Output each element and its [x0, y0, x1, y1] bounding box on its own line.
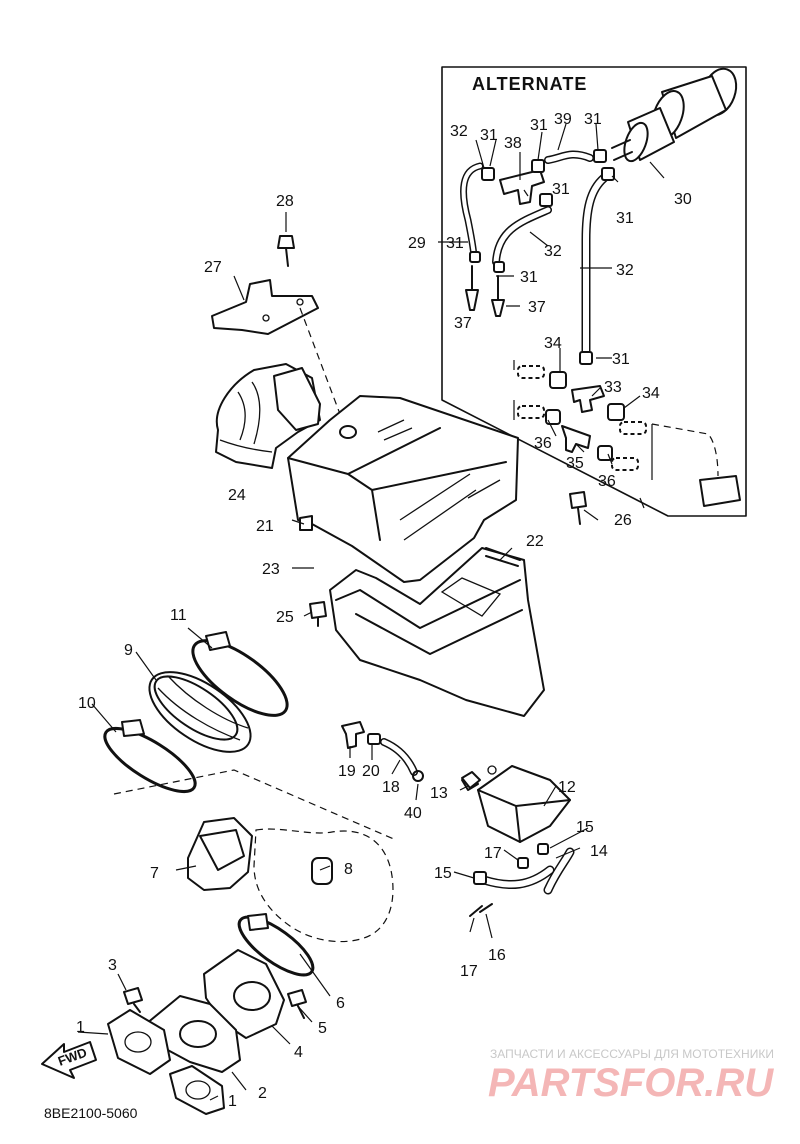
callout-10: 10 — [78, 695, 96, 712]
callout-32-c: 32 — [616, 262, 634, 279]
callout-37-b: 37 — [528, 299, 546, 316]
part-25-screw — [309, 601, 327, 627]
callout-18: 18 — [382, 779, 400, 796]
part-6-clamp — [237, 913, 315, 977]
callout-11: 11 — [170, 607, 187, 624]
callout-1-top: 1 — [76, 1019, 85, 1036]
callout-26: 26 — [614, 512, 632, 529]
callout-27: 27 — [204, 259, 222, 276]
callout-35: 35 — [566, 455, 584, 472]
callout-31-a: 31 — [480, 127, 498, 144]
part-5-bolt — [287, 989, 307, 1019]
part-28-bolt — [277, 212, 295, 267]
part-10-clamp — [103, 719, 197, 794]
part-23-airbox-lower — [329, 547, 545, 717]
watermark: ЗАПЧАСТИ И АКСЕССУАРЫ ДЛЯ МОТОТЕХНИКИ PA… — [488, 1047, 774, 1105]
callout-32-a: 32 — [450, 123, 468, 140]
callout-19: 19 — [338, 763, 356, 780]
callout-40: 40 — [404, 805, 422, 822]
callout-39: 39 — [554, 111, 572, 128]
fwd-arrow-icon: FWD — [41, 1041, 97, 1079]
callout-36-a: 36 — [534, 435, 552, 452]
alternate-hoses — [460, 149, 615, 365]
part-26-screw — [569, 491, 587, 525]
callout-3: 3 — [108, 957, 117, 974]
callout-16: 16 — [488, 947, 506, 964]
callout-31-d: 31 — [616, 210, 634, 227]
callout-36-b: 36 — [598, 473, 616, 490]
callout-8: 8 — [344, 861, 353, 878]
callout-14: 14 — [590, 843, 608, 860]
alternate-label: ALTERNATE — [472, 74, 587, 94]
callout-15-right: 15 — [576, 819, 594, 836]
callout-6: 6 — [336, 995, 345, 1012]
callout-23: 23 — [262, 561, 280, 578]
callout-25: 25 — [276, 609, 294, 626]
part-13-nut — [461, 771, 481, 789]
part-1-gasket-b — [169, 1065, 225, 1115]
callout-30: 30 — [674, 191, 692, 208]
watermark-tagline: ЗАПЧАСТИ И АКСЕССУАРЫ ДЛЯ МОТОТЕХНИКИ — [490, 1047, 774, 1061]
callout-5: 5 — [318, 1020, 327, 1037]
callout-4: 4 — [294, 1044, 303, 1061]
callout-31-h: 31 — [612, 351, 630, 368]
callout-15-left: 15 — [434, 865, 452, 882]
part-3-bolt — [123, 987, 143, 1013]
callout-22: 22 — [526, 533, 544, 550]
fuel-hoses-14-15-16-17 — [469, 843, 575, 917]
fuel-fittings-19-20-18 — [341, 721, 424, 782]
callout-17-bottom: 17 — [460, 963, 478, 980]
alternate-fittings — [513, 360, 741, 507]
callout-9: 9 — [124, 642, 133, 659]
part-1-gasket-a — [107, 1009, 171, 1075]
callout-31-b: 31 — [530, 117, 548, 134]
part-27-bracket — [211, 275, 319, 335]
callout-32-b: 32 — [544, 243, 562, 260]
part-9-joint — [148, 671, 252, 753]
part-7-carb-body — [187, 817, 253, 891]
callout-37-a: 37 — [454, 315, 472, 332]
callout-29: 29 — [408, 235, 426, 252]
part-2-reed-body — [145, 995, 241, 1073]
callout-31-e: 31 — [552, 181, 570, 198]
callout-2: 2 — [258, 1085, 267, 1102]
callout-34-a: 34 — [544, 335, 562, 352]
callout-20: 20 — [362, 763, 380, 780]
part-24-intake-duct — [215, 363, 321, 469]
callout-38: 38 — [504, 135, 522, 152]
watermark-brand: PARTSFOR.RU — [488, 1061, 774, 1105]
callout-21: 21 — [256, 518, 274, 535]
callout-31-g: 31 — [520, 269, 538, 286]
part-21-airbox-upper — [287, 395, 519, 583]
callout-33: 33 — [604, 379, 622, 396]
part-30-fuel-pump — [611, 67, 738, 163]
callout-28: 28 — [276, 193, 294, 210]
callout-31-c: 31 — [584, 111, 602, 128]
callout-1-bottom: 1 — [228, 1093, 237, 1110]
callout-31-f: 31 — [446, 235, 464, 252]
callout-13: 13 — [430, 785, 448, 802]
part-8-carb-outline — [253, 828, 394, 943]
callout-24: 24 — [228, 487, 246, 504]
callout-12: 12 — [558, 779, 576, 796]
callout-17-top: 17 — [484, 845, 502, 862]
callout-labels: 28 27 24 21 23 22 25 26 11 9 10 7 8 3 1 … — [76, 111, 692, 1110]
alternate-section: ALTERNATE — [441, 66, 747, 517]
leader-lines — [77, 123, 665, 1101]
figure-code: 8BE2100-5060 — [44, 1105, 138, 1121]
callout-7: 7 — [150, 865, 159, 882]
callout-34-b: 34 — [642, 385, 660, 402]
part-22-gasket — [485, 547, 521, 567]
